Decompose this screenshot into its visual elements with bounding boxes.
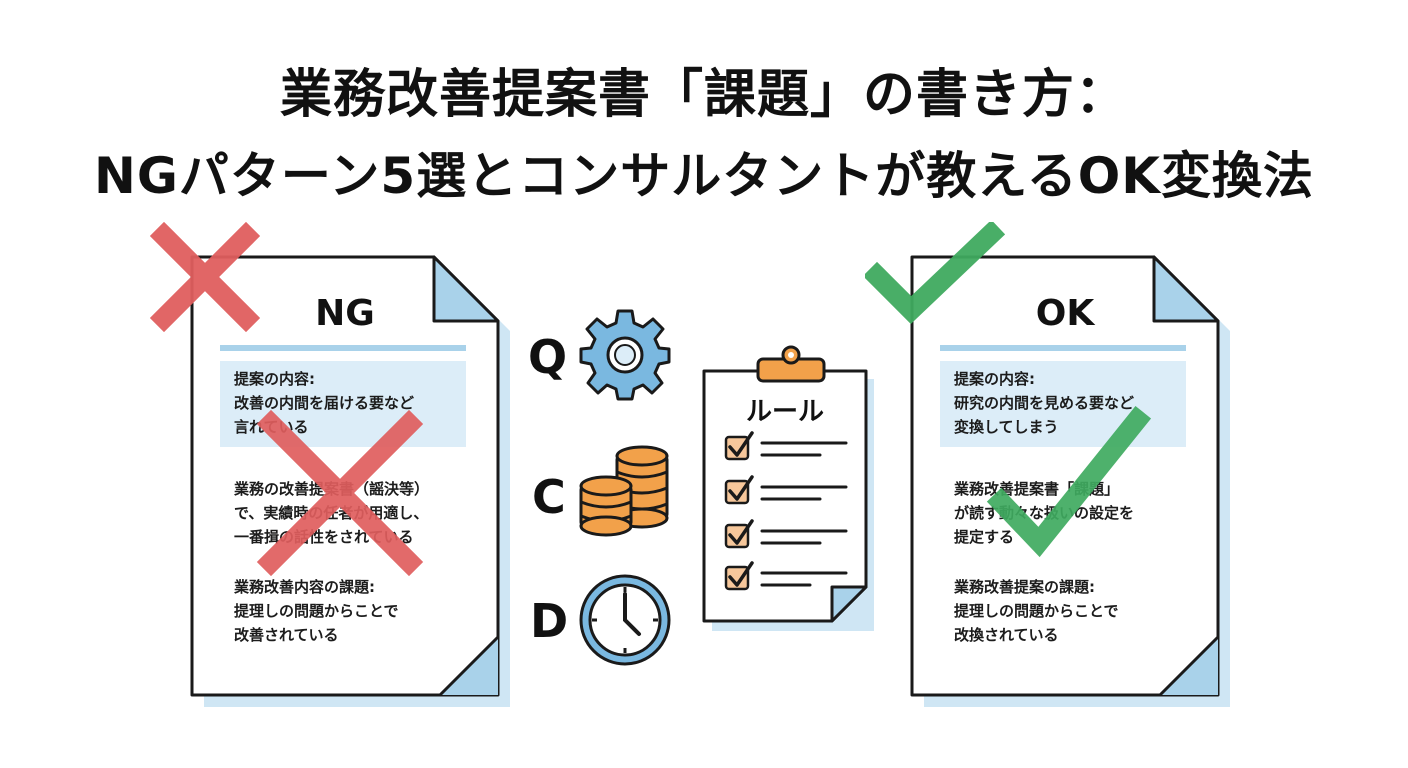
coin-stack-icon <box>579 445 669 537</box>
ok-section-3: 業務改善提案の課題: 提理しの問題からことで 改換されている <box>954 578 1119 644</box>
ok-section-1: 提案の内容: 研究の内間を見める要など 変換してしまう <box>954 370 1135 436</box>
rules-label: ルール <box>745 397 824 427</box>
qcd-letter-q: Q <box>528 330 568 384</box>
ok-check-mark-icon <box>865 222 1005 324</box>
ng-cross-mark-icon <box>150 222 260 332</box>
qcd-letter-d: D <box>530 594 569 648</box>
gear-icon <box>579 309 671 401</box>
clipboard-checklist-icon: ルール <box>700 345 880 635</box>
ng-highlight-box <box>220 361 466 447</box>
ok-heading-underline <box>940 345 1186 351</box>
qcd-letter-c: C <box>532 470 566 524</box>
ng-content-cross-icon <box>256 409 424 577</box>
clock-icon <box>579 574 671 666</box>
page-title-line1: 業務改善提案書「課題」の書き方： <box>279 65 1128 125</box>
ng-section-3: 業務改善内容の課題: 提理しの問題からことで 改善されている <box>234 578 399 644</box>
ng-heading: NG <box>315 293 375 334</box>
ng-heading-underline <box>220 345 466 351</box>
clipboard-shape <box>702 345 874 631</box>
ok-heading: OK <box>1035 293 1095 334</box>
ok-content-check-icon <box>986 405 1152 558</box>
ok-highlight-box <box>940 361 1186 447</box>
ng-document: NG 提案の内容: 改善の内間を届ける要など 言れている 業務の改善提案書（謡決… <box>190 255 520 715</box>
page-title-line2: NGパターン5選とコンサルタントが教えるOK変換法 <box>94 147 1314 205</box>
